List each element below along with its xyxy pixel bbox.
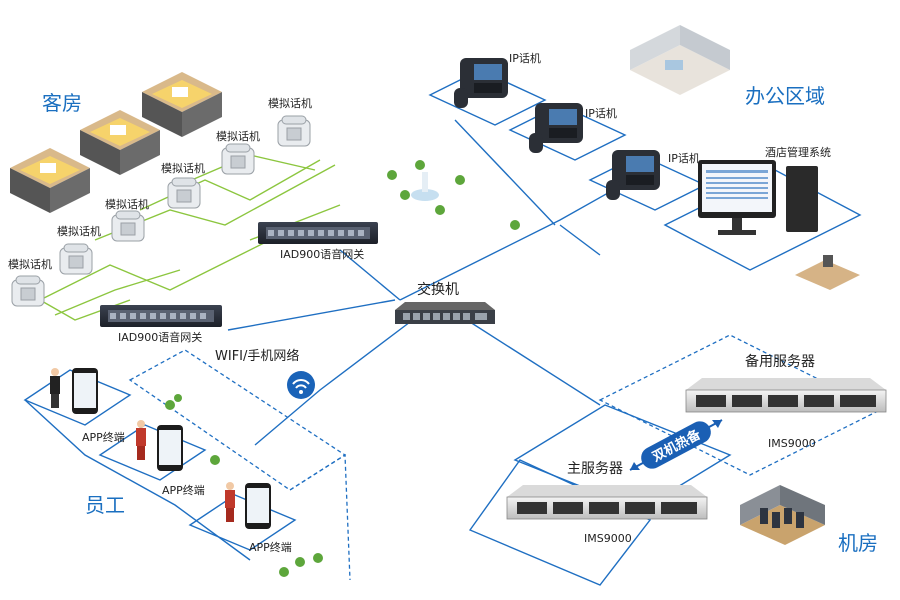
zone-guest-room: 客房 [42, 91, 82, 115]
ip-phone-icon [529, 103, 583, 153]
gateway-upper [258, 222, 378, 244]
machine-room-illustration [740, 485, 825, 545]
analog-phone-icon [167, 177, 201, 209]
gateway-lower [100, 305, 222, 327]
label-ip-phone: IP话机 [668, 151, 700, 165]
line-switch-servers [469, 321, 601, 406]
analog-phone-icon [11, 275, 45, 307]
label-analog-phone: 模拟话机 [8, 257, 52, 271]
label-app-terminal: APP终端 [249, 540, 292, 554]
zone-machine-room: 机房 [838, 531, 878, 555]
hotel-system-computer [698, 160, 818, 235]
guest-room-illustrations [10, 72, 222, 213]
zone-office: 办公区域 [745, 84, 825, 108]
zone-labels: 客房 办公区域 员工 机房 [42, 84, 878, 555]
line-office-link [559, 224, 601, 256]
analog-phone-icon [59, 243, 93, 275]
label-app-terminal: APP终端 [82, 430, 125, 444]
backup-server [685, 378, 887, 413]
staff-icon [225, 482, 235, 522]
label-analog-phone: 模拟话机 [216, 129, 260, 143]
label-gateway-lower: IAD900语音网关 [118, 330, 202, 344]
label-backup-server: 备用服务器 [745, 353, 815, 370]
analog-phone-icon [277, 115, 311, 147]
label-analog-phone: 模拟话机 [268, 96, 312, 110]
label-analog-phone: 模拟话机 [57, 224, 101, 238]
smartphone-icon [157, 425, 183, 471]
label-backup-model: IMS9000 [768, 437, 816, 450]
label-gateway-upper: IAD900语音网关 [280, 247, 364, 261]
line-gateway-lower-switch [227, 299, 396, 331]
ip-phone-icon [454, 58, 508, 108]
line-gateway-upper-switch [339, 249, 401, 301]
smartphone-icon [245, 483, 271, 529]
backup-server-zone [598, 334, 882, 476]
label-ip-phone: IP话机 [509, 51, 541, 65]
label-main-model: IMS9000 [584, 532, 632, 545]
app-zone-2 [98, 424, 207, 481]
hot-standby-badge: 双机热备 [629, 419, 723, 471]
app-zone-3 [188, 494, 297, 551]
staff-figures [50, 368, 235, 522]
wifi-icon [287, 371, 315, 399]
fountain [411, 172, 439, 201]
staff-icon [136, 420, 146, 460]
decor-trees [165, 160, 520, 577]
label-app-terminal: APP终端 [162, 483, 205, 497]
label-analog-phone: 模拟话机 [105, 197, 149, 211]
ip-phones [454, 58, 660, 200]
device-labels: 模拟话机 模拟话机 模拟话机 模拟话机 模拟话机 模拟话机 IAD900语音网关… [8, 51, 831, 554]
main-server-base [468, 459, 652, 586]
smartphone-icon [72, 368, 98, 414]
label-switch: 交换机 [417, 281, 459, 298]
label-ip-phone: IP话机 [585, 106, 617, 120]
analog-phones [11, 115, 311, 307]
analog-phone-icon [221, 143, 255, 175]
main-server [506, 485, 708, 520]
line-switch-wifi [254, 321, 411, 446]
office-illustration [630, 25, 730, 95]
app-phones [72, 368, 271, 529]
ip-phone-icon [606, 150, 660, 200]
label-analog-phone: 模拟话机 [161, 161, 205, 175]
line-ipzone-switch [454, 119, 556, 226]
label-wifi: WIFI/手机网络 [215, 348, 299, 364]
label-main-server: 主服务器 [567, 461, 623, 477]
zone-staff: 员工 [85, 493, 125, 517]
staff-icon [50, 368, 60, 408]
label-hotel-system: 酒店管理系统 [765, 145, 831, 159]
analog-phone-icon [111, 210, 145, 242]
dashed-lines [128, 334, 882, 581]
reception-desk [795, 255, 860, 290]
switch-device [395, 302, 495, 324]
